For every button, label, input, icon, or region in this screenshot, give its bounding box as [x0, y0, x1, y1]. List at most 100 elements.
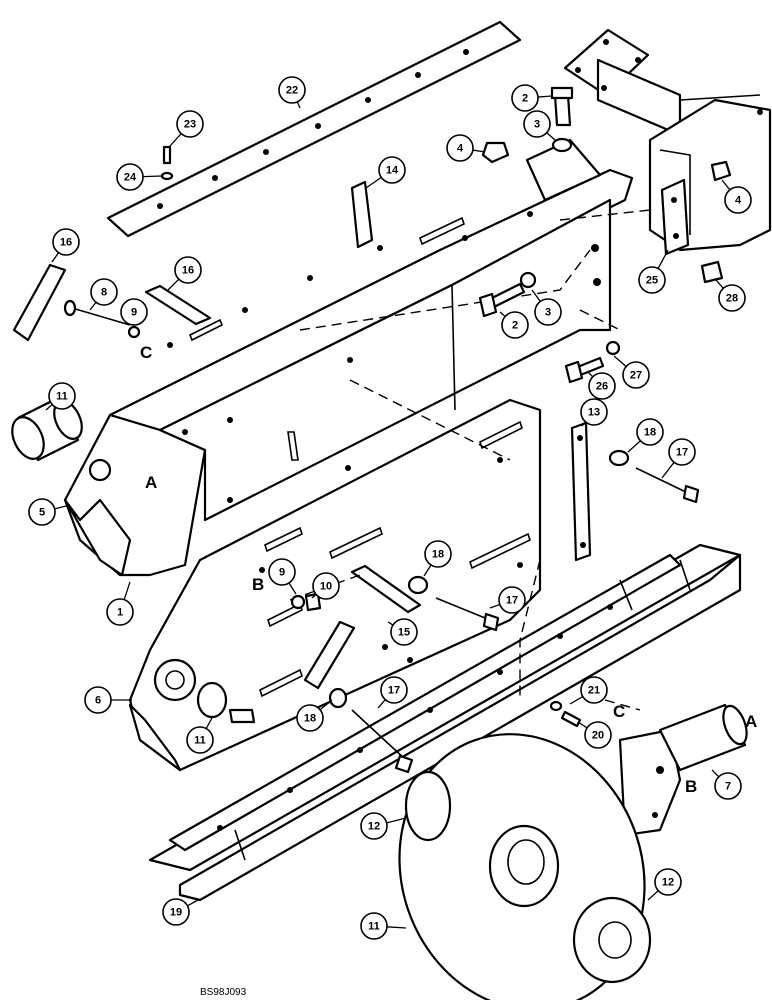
callout-leader: [288, 582, 297, 595]
callout-number: 4: [457, 143, 464, 155]
callout-28: 28: [715, 279, 746, 312]
callout-21: 21: [569, 676, 608, 705]
callout-leader: [377, 699, 386, 709]
callout-18: 18: [627, 418, 664, 453]
callout-2: 2: [499, 311, 529, 339]
callout-15: 15: [387, 618, 418, 646]
callout-24: 24: [116, 163, 163, 191]
callout-number: 12: [662, 877, 674, 889]
callout-leader: [661, 461, 675, 479]
callout-number: 21: [588, 685, 600, 697]
callout-5: 5: [28, 498, 67, 526]
callout-leader: [472, 149, 486, 153]
callout-leader: [587, 371, 594, 378]
letter-a-frame: A: [145, 473, 157, 492]
callout-3: 3: [523, 110, 556, 141]
callout-leader: [627, 440, 641, 453]
callout-9: 9: [120, 298, 148, 326]
strap-13: [570, 421, 592, 562]
callout-circle: [498, 586, 526, 614]
callout-leader: [51, 252, 60, 263]
callout-circle: [718, 284, 746, 312]
callout-13: 13: [580, 398, 608, 427]
callout-circle: [390, 618, 418, 646]
callout-17: 17: [661, 438, 696, 479]
callout-circle: [580, 676, 608, 704]
callout-number: 8: [101, 287, 107, 299]
fasteners: [63, 86, 732, 774]
callout-circle: [176, 110, 204, 138]
callout-number: 17: [388, 685, 400, 697]
callout-circle: [116, 163, 144, 191]
callout-leader: [387, 621, 394, 626]
callout-number: 11: [194, 735, 206, 747]
callout-leader: [721, 179, 731, 191]
callout-23: 23: [169, 110, 204, 147]
callout-leader: [537, 95, 553, 98]
letter-c-left: C: [140, 343, 152, 362]
callout-circle: [174, 256, 202, 284]
callout-circle: [724, 186, 752, 214]
callout-circle: [84, 686, 112, 714]
callout-number: 6: [95, 695, 101, 707]
callout-number: 2: [522, 93, 528, 105]
hydraulic-cylinder-7: [618, 703, 748, 837]
callout-circle: [52, 228, 80, 256]
mount-plate-25: [660, 178, 690, 256]
figure-id: BS98J093: [200, 987, 247, 998]
callout-leader: [569, 695, 584, 705]
callout-circle: [580, 398, 608, 426]
callout-2: 2: [511, 84, 553, 112]
callout-number: 17: [676, 447, 688, 459]
callout-12: 12: [360, 812, 407, 840]
callout-circle: [120, 298, 148, 326]
callout-circle: [296, 704, 324, 732]
callout-leader: [319, 699, 333, 711]
callout-circle: [511, 84, 539, 112]
callout-9: 9: [268, 558, 297, 595]
callout-number: 18: [304, 713, 316, 725]
callout-11: 11: [186, 717, 214, 754]
spacer-bar-14: [350, 180, 374, 249]
callout-circle: [360, 812, 388, 840]
callout-26: 26: [587, 371, 616, 400]
callout-18: 18: [296, 699, 333, 732]
callout-number: 16: [60, 237, 72, 249]
callout-17: 17: [377, 676, 408, 709]
callout-circle: [638, 266, 666, 294]
callout-circle: [584, 721, 612, 749]
callout-leader: [489, 603, 501, 609]
callout-circle: [312, 572, 340, 600]
callout-18: 18: [423, 540, 452, 577]
callout-20: 20: [577, 721, 612, 749]
callout-leader: [365, 176, 382, 189]
callout-circle: [446, 134, 474, 162]
callout-number: 24: [124, 172, 137, 184]
callout-number: 3: [534, 119, 540, 131]
callout-leader: [123, 581, 131, 600]
callout-circle: [28, 498, 56, 526]
callout-circle: [360, 912, 388, 940]
callout-number: 28: [726, 293, 738, 305]
callout-number: 22: [286, 85, 298, 97]
callout-number: 11: [56, 391, 68, 403]
callout-circle: [714, 772, 742, 800]
upper-frame-channel: [63, 168, 634, 577]
assembly-line-2: [349, 379, 511, 461]
callout-leader: [45, 404, 53, 411]
callout-number: 12: [368, 821, 380, 833]
callout-number: 15: [398, 627, 410, 639]
callout-6: 6: [84, 686, 132, 714]
callout-16: 16: [51, 228, 80, 263]
callout-number: 18: [644, 427, 656, 439]
letter-b-frame: B: [252, 575, 264, 594]
callout-circle: [278, 76, 306, 104]
callout-number: 13: [588, 407, 600, 419]
letter-c-right: C: [613, 702, 625, 721]
callout-leader: [187, 899, 199, 907]
callout-1: 1: [106, 581, 134, 626]
callout-number: 2: [512, 320, 518, 332]
callout-circle: [378, 156, 406, 184]
callout-circle: [636, 418, 664, 446]
callout-number: 5: [39, 507, 45, 519]
